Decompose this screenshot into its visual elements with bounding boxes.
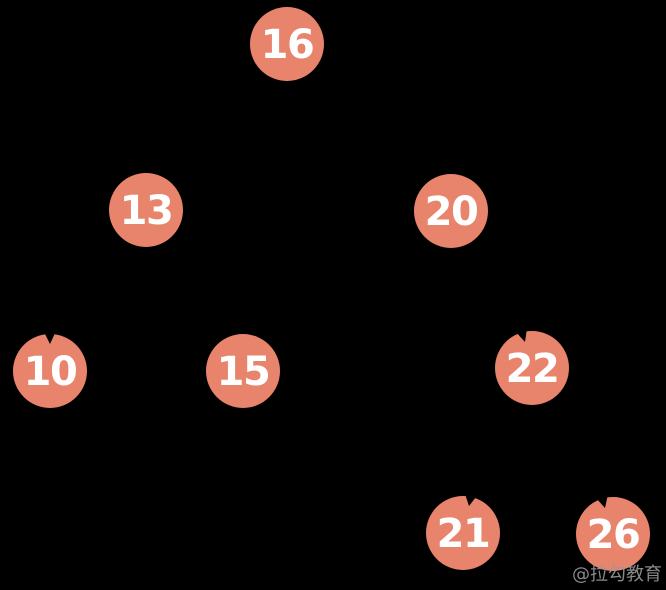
tree-node-21: 21 <box>426 496 500 570</box>
node-circle-26 <box>576 497 650 571</box>
node-value-16: 16 <box>261 22 314 68</box>
node-value-26: 26 <box>587 512 640 558</box>
watermark-text: @拉勾教育 <box>572 564 662 585</box>
arrowhead-into-26-icon <box>596 494 608 508</box>
node-value-10: 10 <box>24 349 77 395</box>
node-circle-10 <box>13 334 87 408</box>
node-value-15: 15 <box>217 349 270 395</box>
arrowhead-into-10-icon <box>44 331 56 344</box>
node-value-20: 20 <box>425 189 478 235</box>
tree-node-22: 22 <box>495 331 569 405</box>
node-circle-16 <box>250 7 324 81</box>
node-circle-22 <box>495 331 569 405</box>
node-circle-20 <box>414 174 488 248</box>
tree-node-16: 16 <box>250 7 324 81</box>
node-value-21: 21 <box>437 511 490 557</box>
tree-node-10: 10 <box>13 334 87 408</box>
tree-node-15: 15 <box>206 334 280 408</box>
node-value-13: 13 <box>120 188 173 234</box>
arrowhead-into-22-icon <box>515 328 527 342</box>
arrowhead-into-21-icon <box>465 494 476 506</box>
tree-node-20: 20 <box>414 174 488 248</box>
tree-node-26: 26 <box>576 497 650 571</box>
edge-16-20 <box>286 43 452 212</box>
tree-node-13: 13 <box>109 173 183 247</box>
node-value-22: 22 <box>506 346 559 392</box>
node-circle-13 <box>109 173 183 247</box>
node-circle-15 <box>206 334 280 408</box>
node-circle-21 <box>426 496 500 570</box>
